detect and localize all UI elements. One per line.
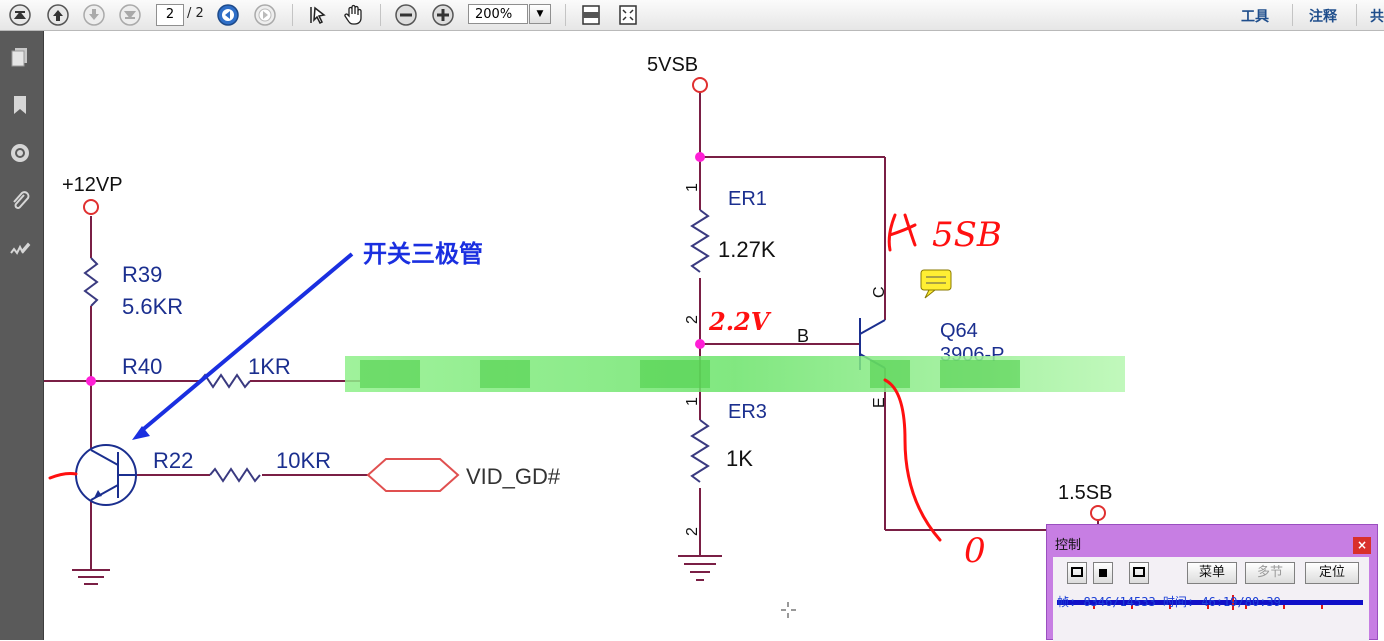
next-page-icon[interactable]	[82, 3, 106, 27]
hand-tool-icon[interactable]	[342, 3, 366, 27]
label-r39: R39	[122, 262, 162, 287]
toolbar-separator	[1356, 4, 1357, 26]
control-panel-title: 控制	[1055, 538, 1082, 553]
label-pin1-er3: 1	[684, 397, 701, 406]
label-r22: R22	[153, 448, 193, 473]
label-r40: R40	[122, 354, 162, 379]
comment-note-icon[interactable]	[920, 269, 952, 299]
stop-button[interactable]	[1093, 562, 1113, 584]
zoom-level-input[interactable]: 200%	[468, 4, 528, 24]
label-pin2-er3: 2	[684, 527, 701, 536]
select-tool-icon[interactable]	[306, 3, 330, 27]
back-icon[interactable]	[216, 3, 240, 27]
navigation-panel	[0, 31, 44, 640]
tools-link[interactable]: 工具	[1241, 9, 1269, 25]
prev-page-icon[interactable]	[46, 3, 70, 27]
progress-thumb[interactable]	[1232, 595, 1234, 610]
first-page-icon[interactable]	[8, 3, 32, 27]
fit-page-icon[interactable]	[616, 3, 640, 27]
label-pin-b: B	[797, 326, 809, 346]
label-er3: ER3	[728, 401, 767, 423]
close-icon[interactable]: ×	[1353, 537, 1371, 554]
bookmark-icon[interactable]	[8, 93, 32, 117]
comment-link[interactable]: 注释	[1309, 9, 1337, 25]
attachment-icon[interactable]	[8, 189, 32, 213]
label-r39-value: 5.6KR	[122, 294, 183, 319]
label-vid-gd: VID_GD#	[466, 464, 561, 489]
share-link[interactable]: 共	[1370, 9, 1384, 25]
document-view[interactable]: 5VSB +12VP R39 5.6KR R40 1KR R22 10KR VI…	[44, 31, 1384, 640]
signature-icon[interactable]	[8, 237, 32, 261]
label-12vp: +12VP	[62, 174, 123, 196]
toolbar: 2 / 2 200% ▼ 工具 注释 共	[0, 0, 1384, 31]
label-5vsb: 5VSB	[647, 54, 698, 76]
layers-icon[interactable]	[8, 141, 32, 165]
forward-icon[interactable]	[253, 3, 277, 27]
label-er1-value: 1.27K	[718, 237, 776, 262]
frame-time-status: 帧: 8346/14533 时间: 46:19/80:39	[1057, 595, 1281, 609]
label-q64: Q64	[940, 320, 978, 342]
fit-width-icon[interactable]	[579, 3, 603, 27]
playback-progress-bar[interactable]	[1057, 595, 1363, 611]
pause-button[interactable]	[1067, 562, 1087, 584]
label-1-5sb: 1.5SB	[1058, 482, 1112, 504]
crosshair-cursor-icon	[781, 602, 796, 618]
label-r22-value: 10KR	[276, 448, 331, 473]
label-er1: ER1	[728, 188, 767, 210]
multi-section-button[interactable]: 多节	[1245, 562, 1295, 584]
label-er3-value: 1K	[726, 446, 753, 471]
toolbar-separator	[565, 4, 566, 26]
zoom-out-icon[interactable]	[394, 3, 418, 27]
toolbar-separator	[1292, 4, 1293, 26]
schematic: 5VSB +12VP R39 5.6KR R40 1KR R22 10KR VI…	[44, 54, 1125, 618]
label-pin1-er1: 1	[684, 183, 701, 192]
control-panel-body: 菜单 多节 定位	[1053, 557, 1369, 641]
locate-button[interactable]: 定位	[1305, 562, 1359, 584]
step-forward-button[interactable]	[1129, 562, 1149, 584]
label-pin-c: C	[871, 286, 888, 298]
label-r40-value: 1KR	[248, 354, 291, 379]
handwritten-2-2v: 2.2V	[708, 307, 772, 336]
label-pin2-er1: 2	[684, 315, 701, 324]
annotation-switch-transistor: 开关三极管	[363, 240, 483, 268]
handwritten-5sb: 5SB	[932, 215, 1002, 255]
last-page-icon[interactable]	[118, 3, 142, 27]
toolbar-separator	[380, 4, 381, 26]
zoom-in-icon[interactable]	[431, 3, 455, 27]
page-total: / 2	[187, 6, 204, 21]
page-number-input[interactable]: 2	[156, 4, 184, 26]
menu-button[interactable]: 菜单	[1187, 562, 1237, 584]
chevron-down-icon[interactable]: ▼	[529, 4, 551, 24]
toolbar-separator	[292, 4, 293, 26]
handwritten-zero: 0	[964, 531, 986, 571]
playback-control-panel: 控制 × 菜单 多节 定位 帧: 8346/14533 时间: 46:19/80…	[1046, 524, 1378, 641]
pages-icon[interactable]	[8, 45, 32, 69]
label-pin-e: E	[871, 397, 888, 408]
